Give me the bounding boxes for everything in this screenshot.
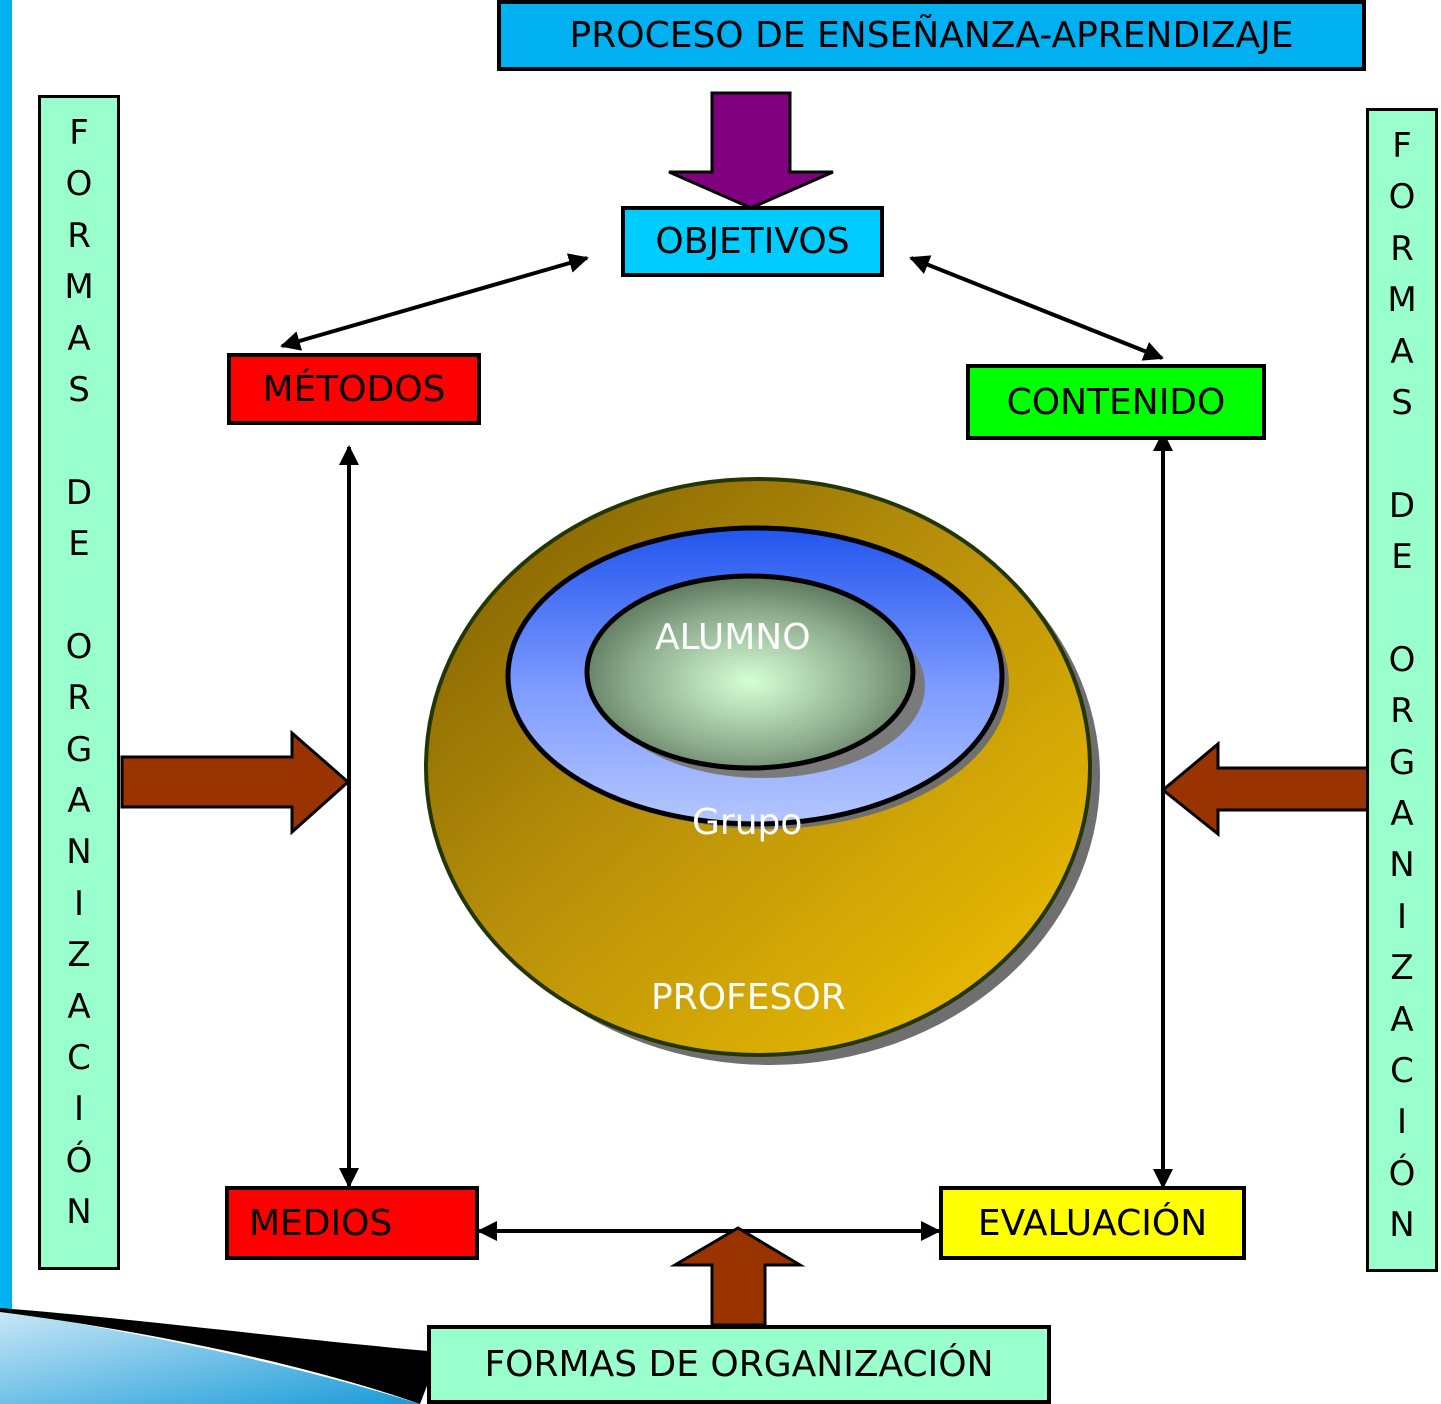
vertical-letter: A [67,781,91,822]
vertical-letter: G [65,729,93,770]
vertical-letter: A [1390,331,1414,372]
vertical-letter: Z [67,935,91,976]
vertical-letter: M [64,267,94,308]
vertical-letter: A [67,986,91,1027]
vertical-letter: I [1396,896,1408,937]
alumno-label: ALUMNO [655,617,811,658]
vertical-letter: E [1391,537,1413,578]
vertical-letter: E [68,524,90,565]
vertical-letter: N [66,1192,92,1233]
connector-objetivos-contenido [909,255,1164,361]
vertical-letter: N [66,832,92,873]
vertical-letter: R [67,215,91,256]
vertical-letter: D [1388,485,1416,526]
evaluacion-box: EVALUACIÓN [939,1186,1246,1260]
left-accent-bar [0,0,12,1404]
vertical-letter: F [1392,126,1412,166]
connector-objetivos-metodos [280,253,589,351]
vertical-letter: R [1390,691,1414,732]
vertical-letter: A [1390,794,1414,835]
vertical-letter: D [65,472,93,513]
vertical-letter: C [1390,1051,1414,1092]
vertical-letter: O [1388,177,1416,218]
vertical-letter: I [1396,1102,1408,1143]
down-arrow-icon [668,91,834,210]
medios-box: MEDIOS [225,1186,479,1260]
vertical-letter: I [73,883,85,924]
organizacion-bottom-box: FORMAS DE ORGANIZACIÓN [427,1325,1051,1404]
metodos-box: MÉTODOS [227,353,481,425]
vertical-letter: A [1390,999,1414,1040]
vertical-letter: O [1388,639,1416,680]
vertical-letter: I [73,1089,85,1130]
decorative-swoosh [0,1310,420,1404]
process-title-box: PROCESO DE ENSEÑANZA-APRENDIZAJE [497,0,1366,71]
inner-ring-alumno [584,573,916,771]
vertical-letter: M [1387,280,1417,321]
left-arrow-icon [1160,740,1372,838]
vertical-letter: N [1389,845,1415,886]
vertical-letter: R [1390,228,1414,269]
vertical-letter: Ó [1388,1153,1416,1194]
vertical-letter: S [68,369,90,410]
profesor-label: PROFESOR [651,977,846,1018]
vertical-letter: F [69,113,89,153]
vertical-letter: R [67,678,91,719]
objetivos-box: OBJETIVOS [621,206,884,277]
vertical-letter: Ó [65,1140,93,1181]
right-arrow-icon [120,729,351,836]
vertical-letter: A [67,318,91,359]
up-arrow-icon [669,1226,806,1327]
vertical-letter: S [1391,382,1413,423]
grupo-label: Grupo [692,802,803,843]
contenido-box: CONTENIDO [966,364,1266,440]
vertical-letter: O [65,626,93,667]
vertical-letter: O [65,164,93,205]
vertical-letter: Z [1390,948,1414,989]
vertical-letter: C [67,1038,91,1079]
decorative-swoosh-edge [0,1308,440,1404]
vertical-letter: N [1389,1205,1415,1246]
vertical-letter: G [1388,742,1416,783]
